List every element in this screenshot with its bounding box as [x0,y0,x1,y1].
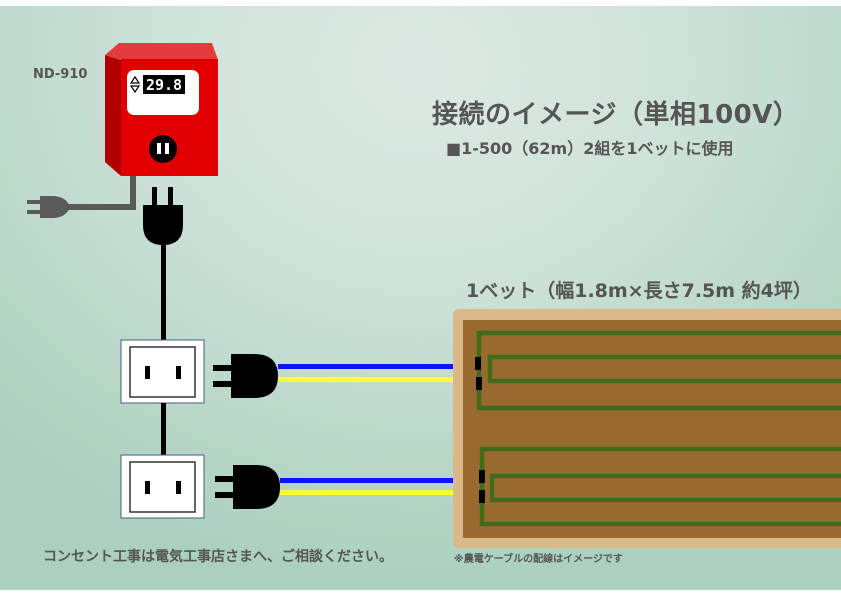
cable-plug-1 [213,354,278,398]
wiring-disclaimer: ※農電ケーブルの配線はイメージです [454,554,623,565]
diagram-title: 接続のイメージ（単相100V） [432,100,800,130]
heating-cable-1 [476,330,841,411]
device-top-face [105,43,218,60]
plug-icon [231,354,278,398]
neutral-wire [280,490,482,495]
input-plug-icon [40,196,70,218]
device-lcd [143,75,185,94]
cable-terminal [475,357,481,370]
outlet-link-cord [161,403,166,455]
plug-icon [233,465,280,509]
main-plug-icon [143,187,183,341]
device-model-label: ND-910 [33,67,88,82]
wall-outlet-1 [120,339,205,404]
wall-outlet-2 [120,454,205,519]
device-lcd-value: 29.8 [146,76,182,94]
up-down-arrow-icon [129,75,141,94]
controller-device: 29.8 [105,43,218,176]
neutral-wire [278,377,478,382]
bed-dimensions-label: 1ベット（幅1.8m×長さ7.5m 約4坪） [466,280,812,302]
heating-cable-2 [479,446,841,527]
device-side-face [105,55,121,176]
cable-plug-2 [215,465,280,509]
diagram-subtitle: ■1-500（62m）2組を1ベットに使用 [446,139,734,158]
live-wire [278,364,478,369]
main-cord [161,244,166,341]
cable-wires-2 [280,478,482,495]
bed-soil [463,320,841,538]
input-power-cord [27,175,136,218]
cable-terminal [476,377,482,390]
cable-terminal [479,470,485,483]
cable-wires-1 [278,364,478,382]
device-outlet-icon [149,135,177,163]
cable-terminal [479,490,485,503]
live-wire [280,478,482,483]
planting-bed [453,309,841,548]
installation-notice: コンセント工事は電気工事店さまへ、ご相談ください。 [43,549,393,565]
